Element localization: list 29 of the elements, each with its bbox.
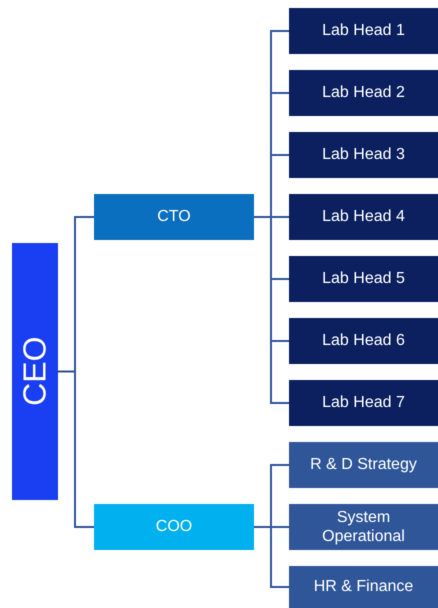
connector-line (58, 370, 94, 528)
box-label: Lab Head 6 (322, 331, 405, 351)
box-label: CTO (157, 207, 191, 227)
box-label: Lab Head 4 (322, 207, 405, 227)
org-box (289, 566, 438, 608)
box-label: Lab Head 5 (322, 269, 405, 289)
box-label: HR & Finance (314, 577, 414, 597)
org-box (289, 70, 438, 116)
org-box (289, 194, 438, 240)
org-box (289, 256, 438, 302)
box-label: Lab Head 1 (322, 21, 405, 41)
org-box (289, 132, 438, 178)
connector-line (254, 216, 289, 404)
org-box (289, 504, 438, 550)
box-label: System Operational (321, 508, 406, 546)
org-box (289, 8, 438, 54)
org-box (289, 380, 438, 426)
org-box (94, 504, 254, 550)
org-box (289, 318, 438, 364)
box-label: Lab Head 2 (322, 83, 405, 103)
box-label: Lab Head 3 (322, 145, 405, 165)
connector-line (254, 526, 289, 588)
org-box (94, 194, 254, 240)
box-label: Lab Head 7 (322, 393, 405, 413)
org-box (289, 442, 438, 488)
org-box (12, 243, 58, 500)
box-label: COO (156, 517, 192, 537)
box-label: R & D Strategy (310, 455, 417, 475)
box-label: CEO (16, 336, 54, 406)
